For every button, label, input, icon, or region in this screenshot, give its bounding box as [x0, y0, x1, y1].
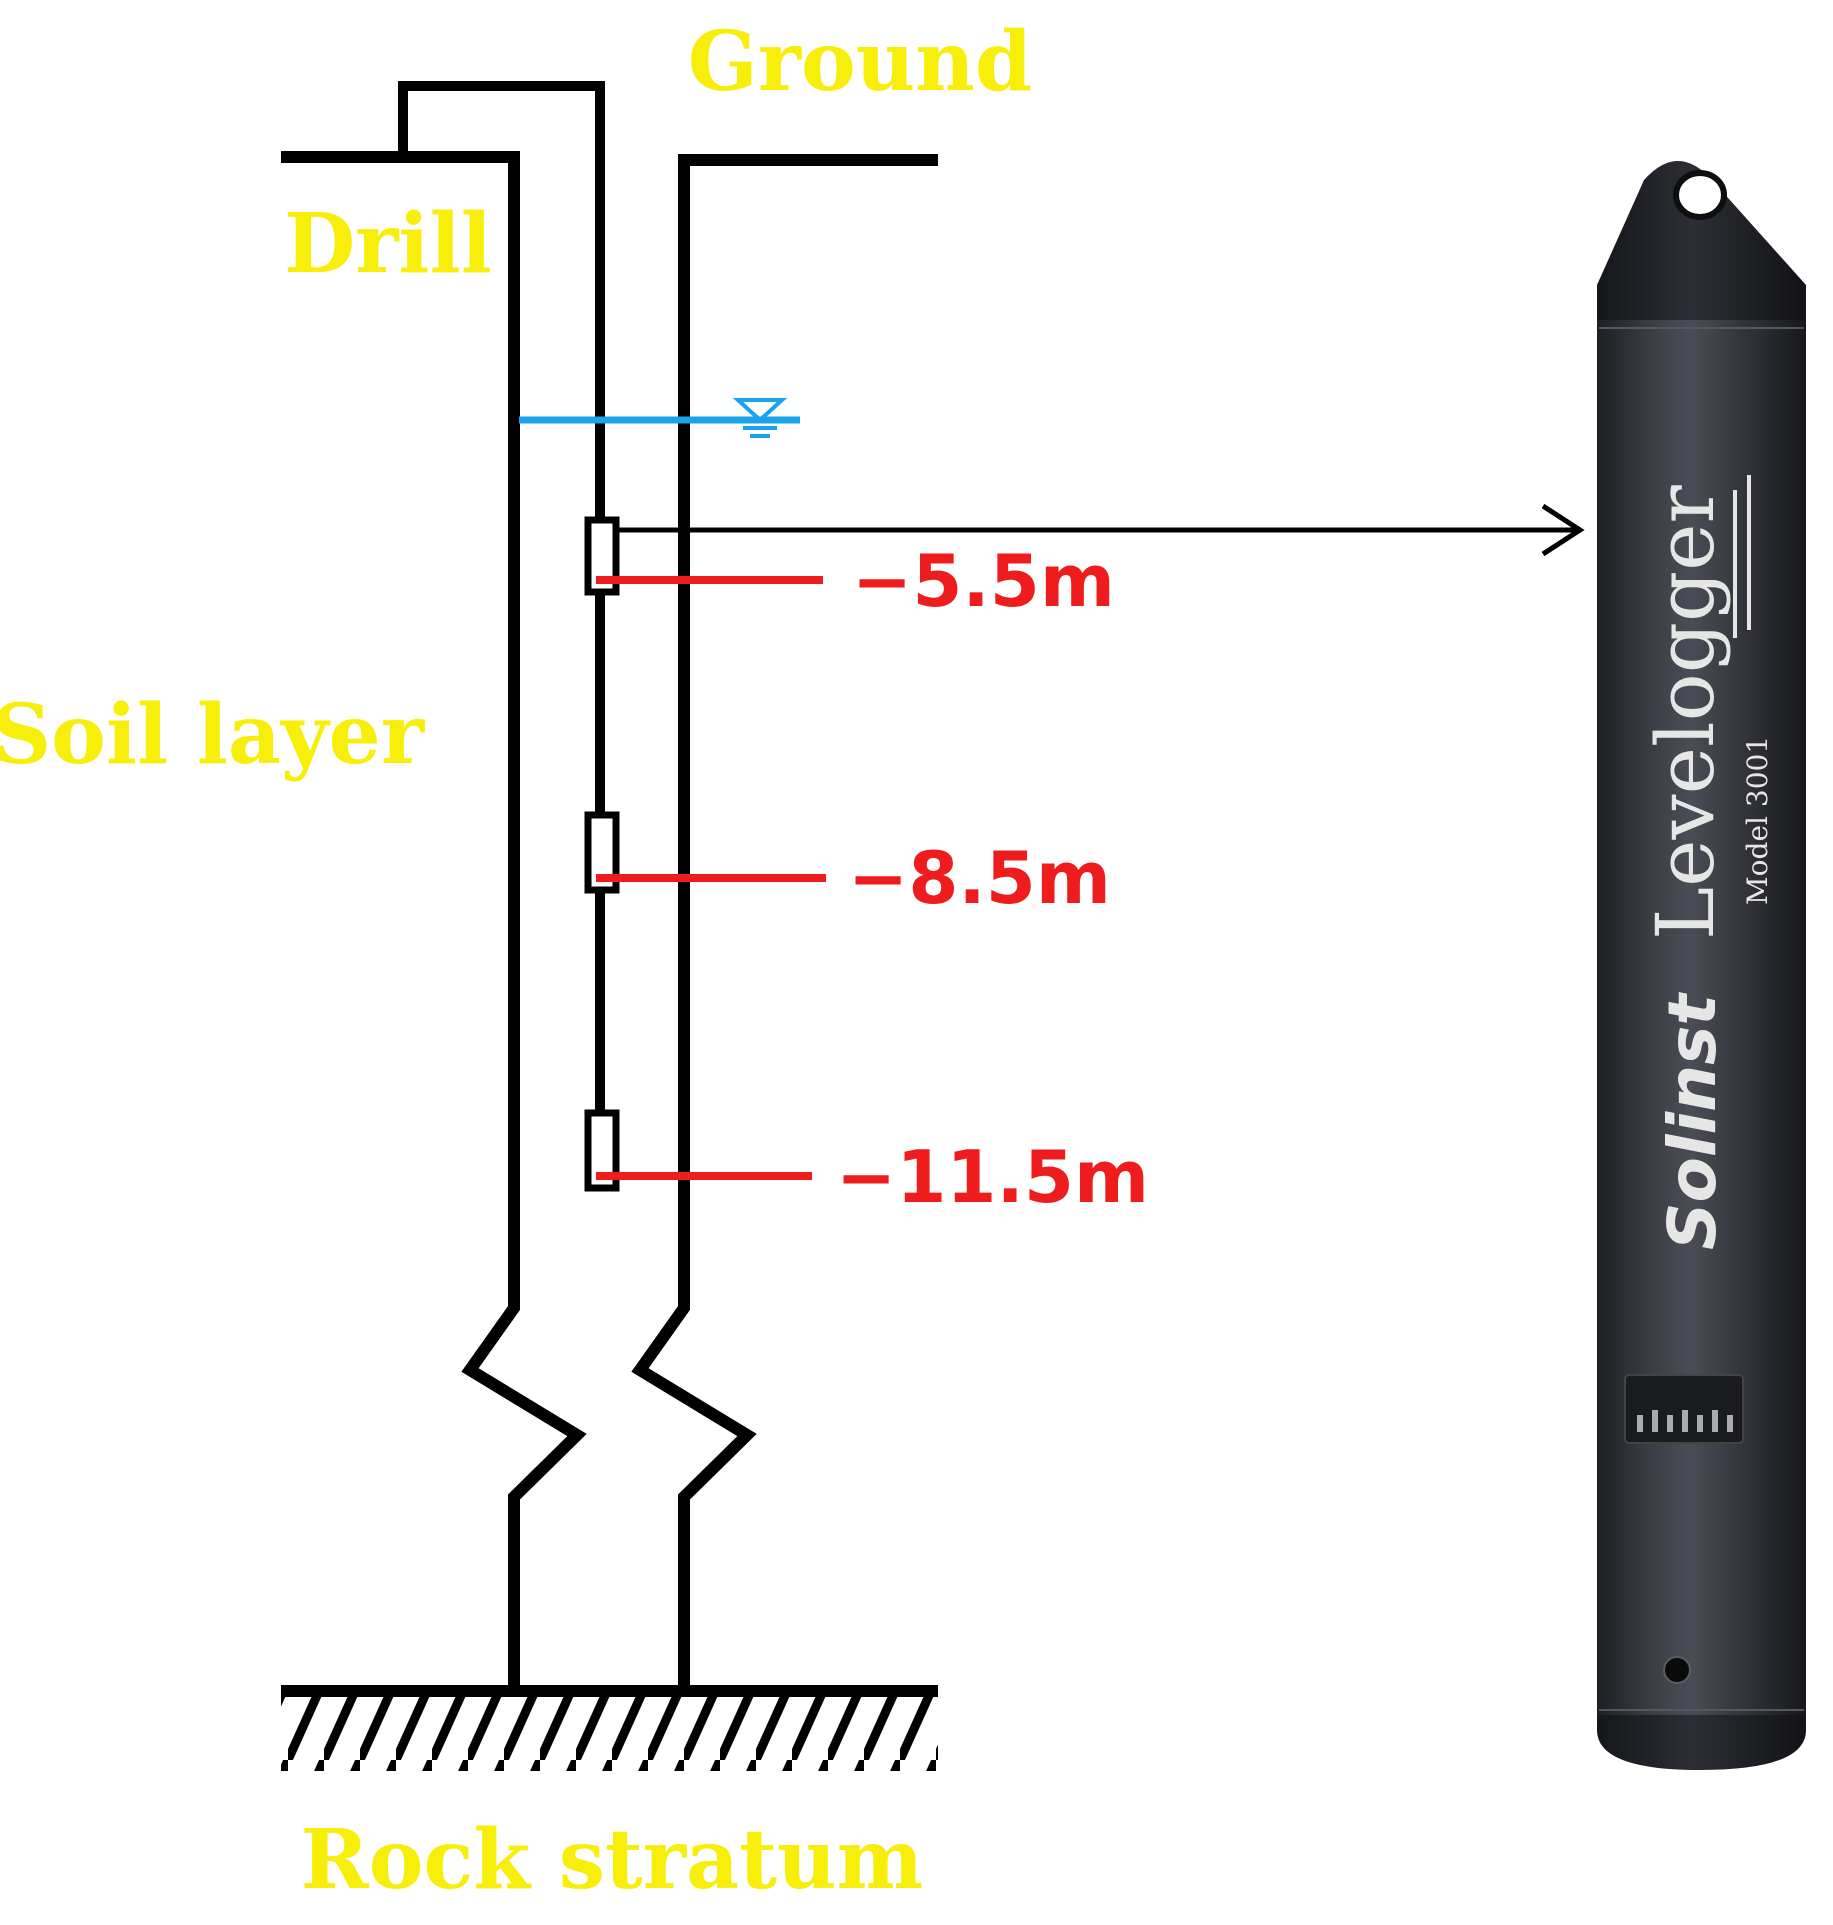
soil-layer-label: Soil layer: [0, 687, 426, 783]
device-screw: [1663, 1656, 1691, 1684]
device-window-grille: [1637, 1410, 1733, 1432]
rock-stratum-label: Rock stratum: [301, 1812, 924, 1908]
device-body: [1597, 320, 1806, 1725]
device-sensor-window: [1624, 1374, 1744, 1444]
rock-stratum-hatch: [281, 1685, 938, 1771]
device-branding: Solinst Levelogger Model 3001: [1639, 475, 1774, 1250]
depth-label-1: −5.5m: [852, 539, 1115, 623]
break-mask: [440, 1300, 770, 1500]
drill-label: Drill: [284, 196, 492, 292]
device-bottom: [1597, 1715, 1806, 1770]
water-level-icon: [732, 398, 788, 423]
drill-pipe: [398, 81, 605, 1113]
ground-label: Ground: [688, 14, 1033, 110]
device-name: Levelogger: [1639, 484, 1732, 940]
levelogger-device: Solinst Levelogger Model 3001: [1597, 161, 1806, 1770]
device-brand: Solinst: [1654, 992, 1731, 1250]
pointer-arrow: [616, 503, 1585, 557]
borehole-left-wall: [281, 151, 520, 1685]
device-cap: [1597, 161, 1806, 325]
break-symbol: [461, 1300, 757, 1505]
device-model: Model 3001: [1741, 736, 1774, 905]
device-hanging-hole: [1673, 170, 1727, 220]
water-level: [519, 398, 800, 438]
depth-label-2: −8.5m: [848, 836, 1111, 920]
depth-label-3: −11.5m: [836, 1135, 1149, 1219]
depth-lines: [596, 576, 826, 1180]
